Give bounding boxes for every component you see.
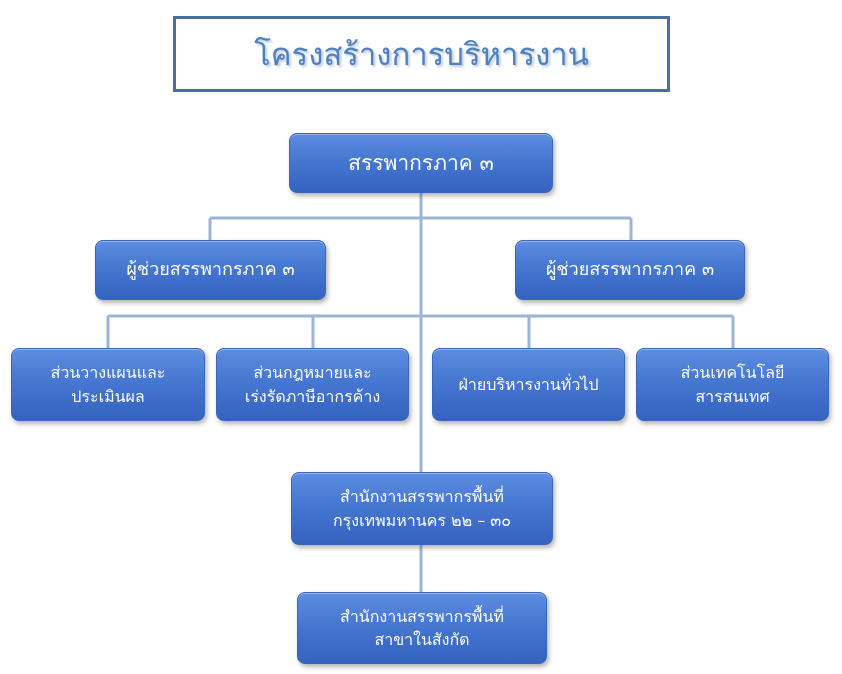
node-legal-line1: ส่วนกฎหมายและ xyxy=(253,363,372,383)
node-legal[interactable]: ส่วนกฎหมายและ เร่งรัดภาษีอากรค้าง xyxy=(216,348,409,421)
node-it[interactable]: ส่วนเทคโนโลยี สารสนเทศ xyxy=(636,348,829,421)
node-area-office-line2: กรุงเทพมหานคร ๒๒ – ๓๐ xyxy=(332,510,512,530)
node-branch-office-line1: สำนักงานสรรพากรพื้นที่ xyxy=(340,606,504,626)
node-branch-office[interactable]: สำนักงานสรรพากรพื้นที่ สาขาในสังกัด xyxy=(297,592,547,664)
node-deputy-left[interactable]: ผู้ช่วยสรรพากรภาค ๓ xyxy=(95,240,326,300)
node-planning-line1: ส่วนวางแผนและ xyxy=(50,363,166,383)
diagram-title-box: โครงสร้างการบริหารงาน xyxy=(173,16,670,92)
node-regional-director-line1: สรรพากรภาค ๓ xyxy=(348,150,494,175)
node-regional-director[interactable]: สรรพากรภาค ๓ xyxy=(289,133,553,193)
node-area-office-line1: สำนักงานสรรพากรพื้นที่ xyxy=(340,487,504,507)
node-area-office[interactable]: สำนักงานสรรพากรพื้นที่ กรุงเทพมหานคร ๒๒ … xyxy=(291,472,553,545)
node-admin[interactable]: ฝ่ายบริหารงานทั่วไป xyxy=(432,348,625,421)
diagram-title: โครงสร้างการบริหารงาน xyxy=(254,37,589,73)
node-deputy-left-line1: ผู้ช่วยสรรพากรภาค ๓ xyxy=(126,258,295,280)
node-deputy-right[interactable]: ผู้ช่วยสรรพากรภาค ๓ xyxy=(515,240,745,300)
node-planning-line2: ประเมินผล xyxy=(71,386,145,406)
node-legal-line2: เร่งรัดภาษีอากรค้าง xyxy=(244,386,381,406)
node-it-line1: ส่วนเทคโนโลยี xyxy=(680,363,785,383)
node-planning[interactable]: ส่วนวางแผนและ ประเมินผล xyxy=(11,348,205,421)
node-admin-line1: ฝ่ายบริหารงานทั่วไป xyxy=(458,374,599,394)
node-it-line2: สารสนเทศ xyxy=(695,386,770,406)
node-deputy-right-line1: ผู้ช่วยสรรพากรภาค ๓ xyxy=(545,258,715,280)
node-branch-office-line2: สาขาในสังกัด xyxy=(374,630,470,649)
